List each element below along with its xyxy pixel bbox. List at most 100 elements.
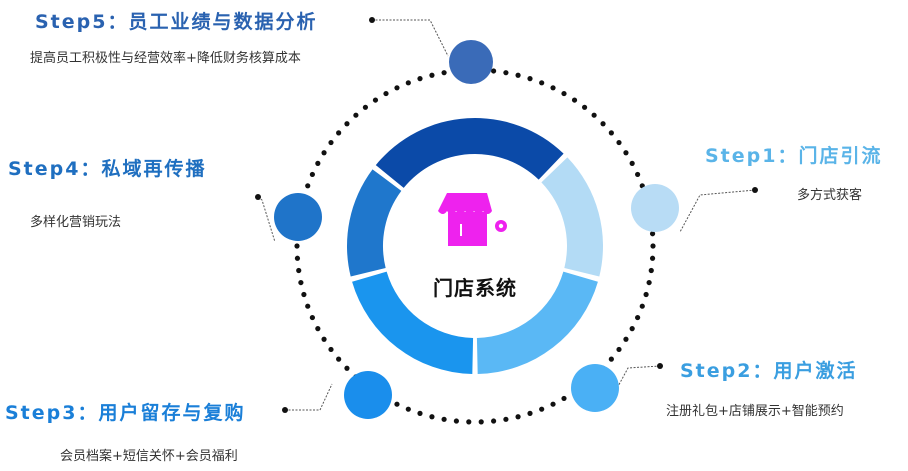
step1-subtitle: 多方式获客 — [797, 188, 863, 203]
orbit-dot — [623, 336, 629, 342]
step3-title: Step3：用户留存与复购 — [5, 402, 246, 424]
orbit-dot — [616, 139, 622, 146]
orbit-dot — [394, 85, 400, 91]
orbit-dot — [417, 410, 423, 416]
orbit-dot — [643, 291, 649, 298]
orbit-dot — [561, 90, 567, 97]
orbit-dot — [309, 314, 315, 321]
orbit-dot — [639, 303, 645, 309]
orbit-dot — [429, 414, 435, 420]
orbit-dot — [646, 279, 652, 286]
orbit-dot — [503, 416, 509, 422]
orbit-dot — [561, 395, 567, 402]
orbit-dot — [649, 255, 656, 261]
donut-ring — [347, 118, 603, 374]
leader-line-step5 — [372, 19, 449, 57]
orbit-dot — [441, 416, 447, 422]
donut-segment — [352, 271, 474, 374]
donut-segment — [375, 118, 564, 188]
orbit-dot — [623, 150, 629, 156]
orbit-dot — [344, 121, 350, 127]
step4-node — [274, 193, 322, 241]
orbit-dot — [591, 112, 597, 118]
step1-title: Step1：门店引流 — [705, 145, 883, 167]
orbit-dot — [608, 356, 614, 362]
orbit-dot — [294, 243, 300, 249]
orbit-dot — [503, 70, 509, 76]
orbit-dot — [394, 401, 400, 407]
step3-node — [344, 371, 392, 419]
orbit-dot — [453, 418, 459, 424]
donut-segment — [541, 157, 603, 277]
orbit-dot — [550, 401, 556, 407]
orbit-dot — [405, 80, 411, 86]
step5-title: Step5：员工业绩与数据分析 — [35, 11, 318, 33]
orbit-dot — [296, 267, 302, 274]
step2-subtitle: 注册礼包+店铺展示+智能预约 — [666, 404, 844, 419]
store-settings-icon — [438, 193, 511, 246]
step2-title: Step2：用户激活 — [680, 360, 858, 382]
orbit-dot — [429, 72, 435, 78]
orbit-dot — [491, 68, 497, 74]
orbit-dot — [441, 70, 447, 76]
orbit-dot — [328, 139, 334, 146]
orbit-dot — [629, 326, 635, 332]
orbit-dot — [650, 243, 656, 249]
step5-subtitle: 提高员工积极性与经营效率+降低财务核算成本 — [30, 51, 301, 66]
orbit-dot — [466, 419, 472, 425]
step3-subtitle: 会员档案+短信关怀+会员福利 — [60, 449, 238, 464]
orbit-dot — [336, 130, 342, 136]
leader-dot-step2 — [657, 363, 663, 369]
orbit-dot — [301, 291, 307, 298]
orbit-dot — [515, 72, 521, 78]
orbit-dot — [305, 183, 311, 189]
leader-dot-step4 — [255, 194, 261, 200]
orbit-dot — [336, 356, 342, 362]
orbit-dot — [600, 121, 606, 127]
orbit-dot — [305, 303, 311, 309]
orbit-dot — [478, 419, 484, 425]
orbit-dot — [616, 346, 622, 353]
orbit-dot — [648, 267, 654, 274]
orbit-dot — [649, 231, 656, 237]
leader-line-step2 — [614, 365, 661, 393]
leader-dot-step1 — [752, 187, 758, 193]
orbit-dot — [550, 85, 556, 91]
orbit-dot — [571, 97, 578, 103]
center-label: 门店系统 — [433, 276, 517, 300]
orbit-dot — [515, 414, 521, 420]
orbit-dot — [321, 336, 327, 342]
orbit-dot — [294, 255, 301, 261]
orbit-dot — [635, 171, 641, 178]
orbit-dot — [321, 150, 327, 156]
step1-node — [631, 184, 679, 232]
donut-segment — [476, 271, 598, 374]
orbit-dot — [491, 418, 497, 424]
orbit-dot — [309, 171, 315, 178]
orbit-dot — [383, 90, 389, 97]
orbit-dot — [417, 76, 423, 82]
orbit-dot — [405, 406, 411, 412]
step5-node — [449, 40, 493, 84]
step2-node — [571, 364, 619, 412]
orbit-dot — [344, 365, 350, 371]
orbit-dot — [328, 346, 334, 353]
orbit-dot — [362, 104, 369, 110]
leader-line-step1 — [679, 189, 756, 233]
leader-line-step4 — [257, 196, 276, 243]
leader-line-step3 — [285, 383, 333, 411]
orbit-dot — [581, 104, 588, 110]
orbit-dot — [527, 410, 533, 416]
orbit-dot — [315, 160, 321, 166]
orbit-dot — [353, 112, 359, 118]
step4-subtitle: 多样化营销玩法 — [30, 215, 122, 230]
orbit-dot — [608, 130, 614, 136]
donut-segment — [347, 169, 402, 277]
step4-title: Step4：私域再传播 — [8, 158, 207, 180]
orbit-dot — [372, 97, 379, 103]
orbit-dot — [539, 80, 545, 86]
orbit-dot — [527, 76, 533, 82]
orbit-dot — [298, 279, 304, 286]
